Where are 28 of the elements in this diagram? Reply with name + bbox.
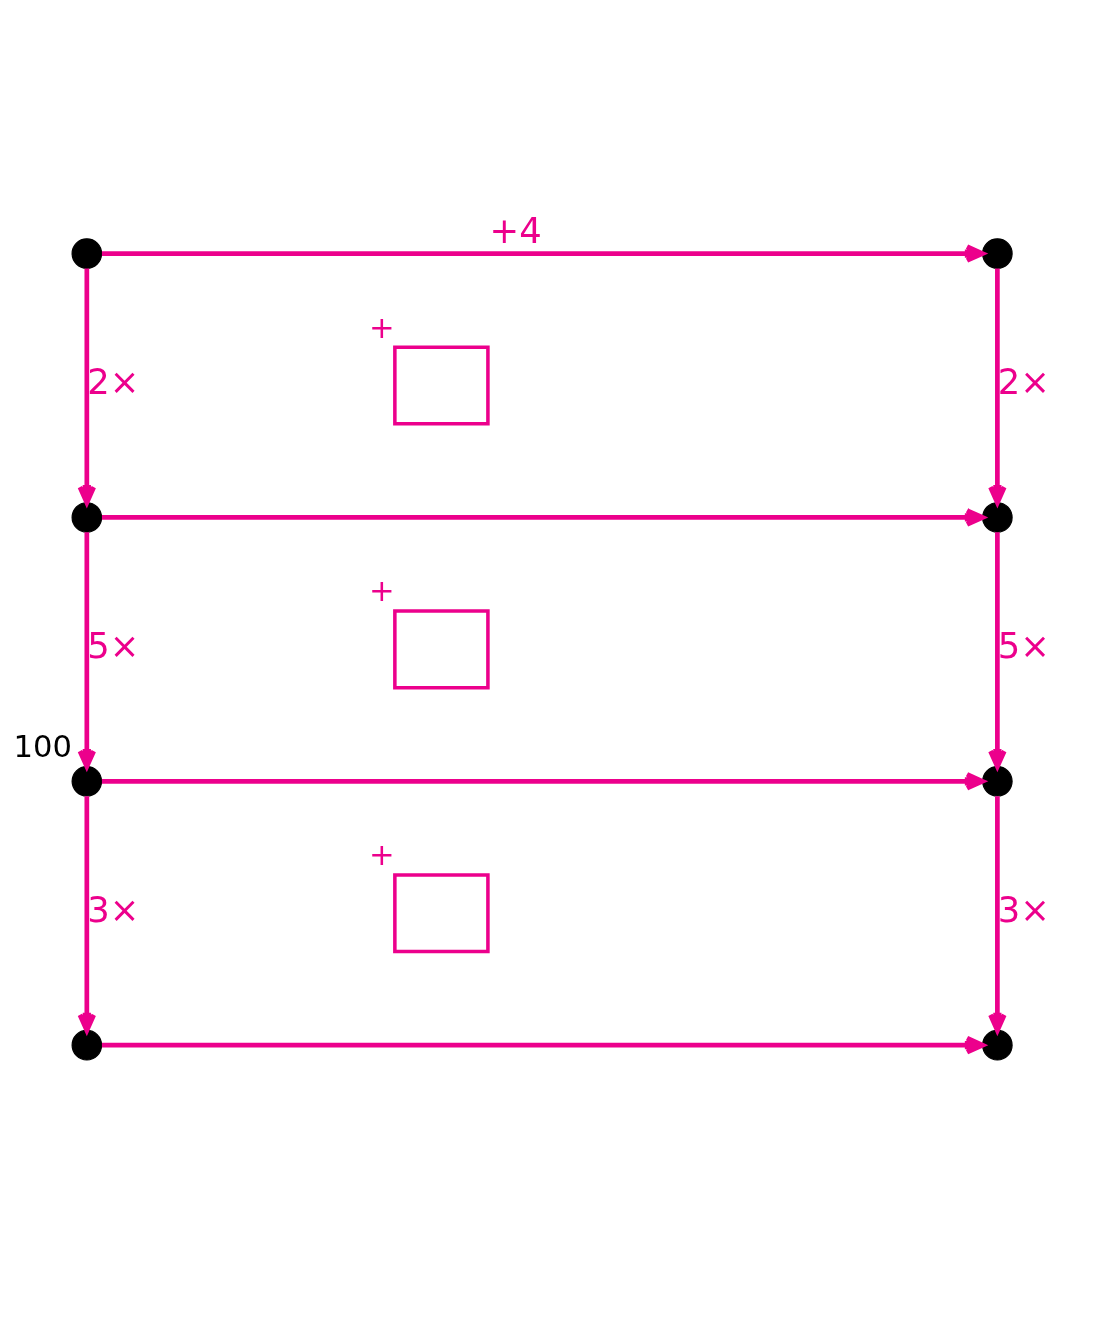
node-label: + <box>369 837 395 873</box>
node-circle <box>71 1029 103 1061</box>
node-circle <box>982 502 1013 533</box>
edge-label: 3× <box>997 889 1050 931</box>
node-circle <box>71 238 103 269</box>
edge-label: +4 <box>489 209 542 251</box>
node-circle <box>71 766 103 797</box>
node-label: + <box>369 309 395 345</box>
arrow <box>101 508 985 527</box>
node-circle <box>982 1029 1013 1061</box>
arrow <box>77 268 97 506</box>
arrow <box>101 1035 985 1055</box>
node-label: + <box>369 573 395 609</box>
node-box <box>393 873 490 954</box>
node-circle <box>982 238 1013 269</box>
node-label: 100 <box>13 728 72 764</box>
edge-label: 2× <box>87 361 140 403</box>
arrow <box>988 268 1007 506</box>
edge-label: 2× <box>997 361 1050 403</box>
edge-label: 5× <box>87 625 140 667</box>
node-box <box>393 609 490 690</box>
node-circle <box>71 502 103 533</box>
arrow <box>101 244 985 263</box>
node-box <box>393 345 490 426</box>
node-circle <box>982 766 1013 797</box>
edge-label: 3× <box>87 889 140 931</box>
arrow <box>101 772 985 791</box>
edge-label: 5× <box>997 625 1050 667</box>
